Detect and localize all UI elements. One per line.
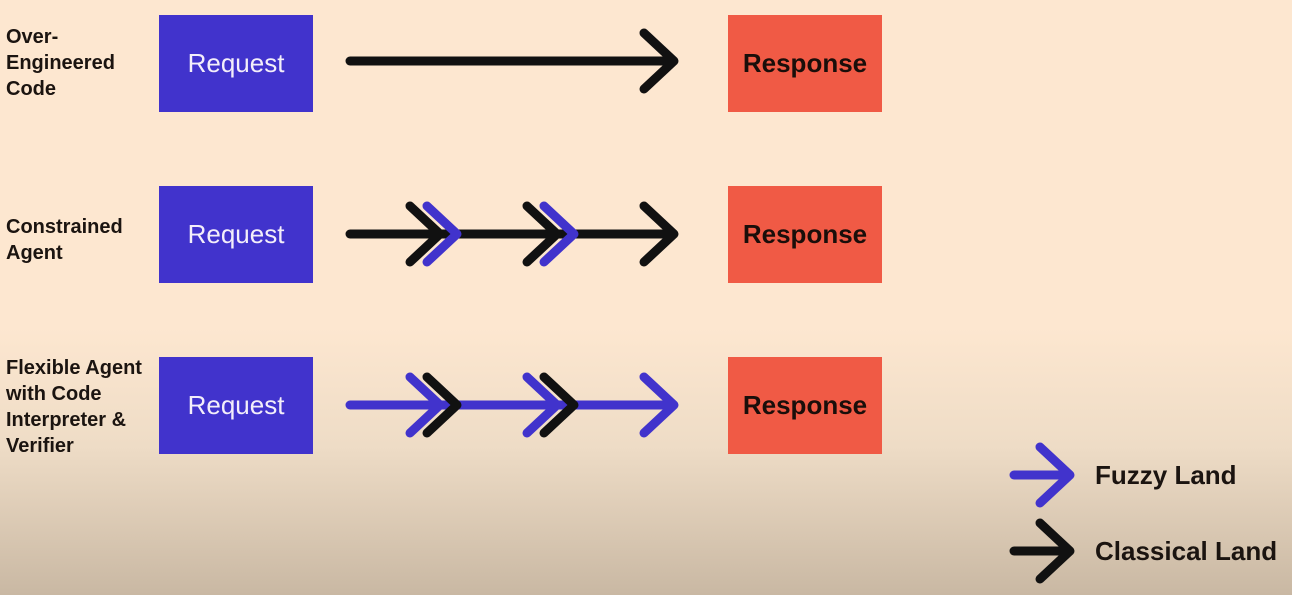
classical-chevron-icon [639, 201, 679, 267]
row-label: Over- Engineered Code [6, 26, 115, 100]
fuzzy-chevron-icon [405, 372, 445, 438]
fuzzy-chevron-icon [539, 201, 579, 267]
legend-fuzzy-label: Fuzzy Land [1095, 460, 1237, 490]
classical-chevron-icon [539, 372, 579, 438]
request-box: Request [159, 186, 313, 283]
classical-chevron-icon [405, 201, 445, 267]
legend-classical-label: Classical Land [1095, 536, 1278, 566]
request-box: Request [159, 15, 313, 112]
request-box: Request [159, 357, 313, 454]
response-box: Response [728, 15, 882, 112]
classical-chevron-icon [522, 201, 562, 267]
response-box: Response [728, 186, 882, 283]
row-label: Constrained Agent [6, 216, 123, 264]
response-box: Response [728, 357, 882, 454]
fuzzy-chevron-icon [522, 372, 562, 438]
fuzzy-chevron-icon [422, 201, 462, 267]
row-label: Flexible Agent with Code Interpreter & V… [6, 357, 142, 457]
classical-chevron-icon [639, 28, 679, 94]
fuzzy-chevron-icon [639, 372, 679, 438]
legend-fuzzy-arrow-icon [1035, 442, 1075, 508]
legend-classical-arrow-icon [1035, 518, 1075, 584]
classical-chevron-icon [422, 372, 462, 438]
